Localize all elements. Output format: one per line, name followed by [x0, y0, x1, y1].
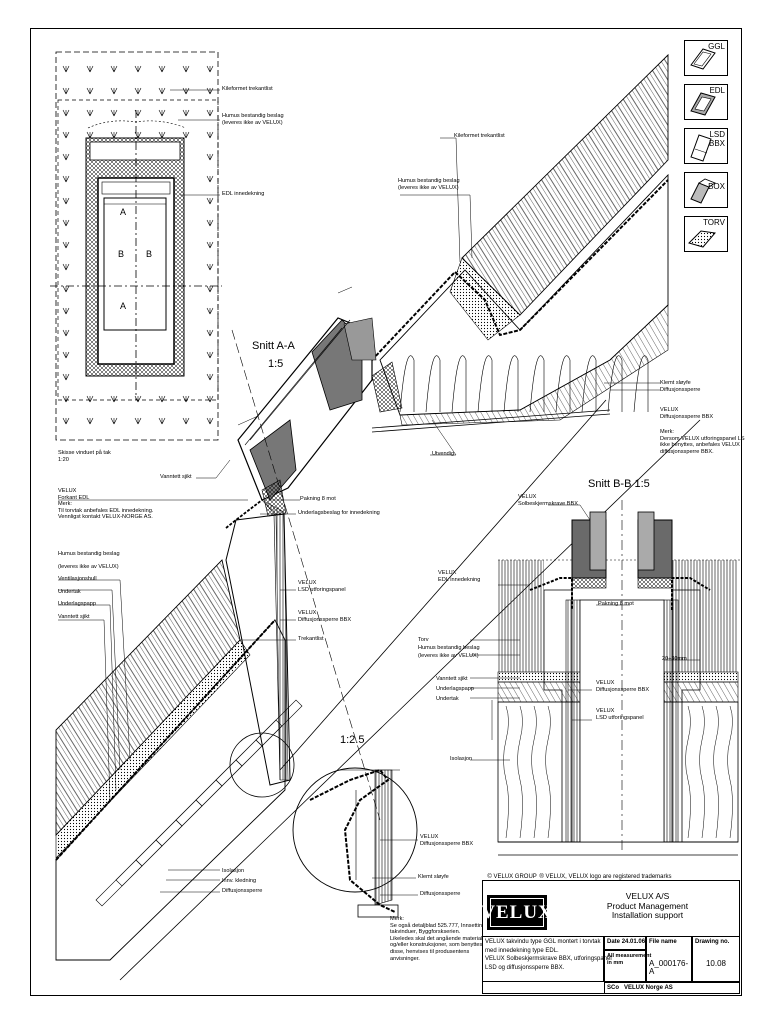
company-dept: Product Management	[606, 900, 689, 911]
tb-sco: SCo VELUX Norge AS	[604, 982, 740, 994]
section-aa-scale: 1:5	[268, 358, 284, 370]
turf-icon	[688, 230, 716, 248]
section-bb-title: Snitt B-B 1:5	[588, 478, 650, 490]
plan-letter-a-top: A	[120, 207, 127, 217]
tb-drawing: Drawing no. 10.08	[692, 936, 740, 982]
plan-letter-b-left: B	[118, 249, 125, 259]
legend-edl: EDL	[684, 84, 728, 120]
sco-value: VELUX Norge AS	[624, 985, 673, 991]
date-value: 24.01.06	[621, 939, 646, 945]
label-trekantlist: Trekantlist	[298, 636, 324, 642]
tb-date: Date 24.01.06	[604, 936, 646, 950]
label-isolasjon: Isolasjon Innv. kledning Diffusjonssperr…	[222, 868, 263, 894]
tb-file: File name A_000176-A	[646, 936, 692, 982]
label-klemt: Klemt sløyfe Diffusjonssperre	[660, 380, 701, 393]
label-bb-velux-box: VELUX Solbeskjermskrave BBX	[518, 494, 578, 507]
file-label: File name	[649, 939, 677, 945]
label-detail-diff: Diffusjonssperre	[420, 891, 461, 897]
plan-letter-a-bottom: A	[120, 301, 127, 311]
drawing-value: 10.08	[705, 959, 727, 968]
trademark-group-text: VELUX GROUP	[493, 873, 537, 880]
plan-letter-b-right: B	[146, 249, 153, 259]
flashing-icon	[690, 92, 716, 116]
label-bb-lsd: VELUX LSD utforingspanel	[596, 708, 644, 721]
label-utvendig: Utvendig	[432, 451, 455, 457]
leader-lines	[58, 89, 630, 896]
label-bb-pakning: Pakning 8 mot	[598, 601, 634, 607]
label-velux-forkant: VELUX Forkant EDL Merk: Til torvtak anbe…	[58, 488, 154, 521]
trademark-group: © VELUX GROUP	[484, 867, 537, 880]
company-name: VELUX A/S	[625, 891, 670, 901]
tb-measure: All measurement in mm	[604, 950, 652, 982]
label-detail-bbx: VELUX Diffusjonssperre BBX	[420, 834, 474, 847]
label-bb-left: Torv Humus bestandig beslag (leveres ikk…	[418, 637, 480, 659]
label-pakning: Pakning 8 mot	[300, 496, 336, 502]
date-label: Date	[607, 939, 621, 945]
plan-caption: Skisse vinduet på tak 1:20	[58, 450, 111, 463]
section-aa	[55, 53, 701, 981]
label-bb-left2: Vanntett sjikt Underlagspapp Undertak	[436, 676, 474, 702]
title-company: VELUX A/S Product Management Installatio…	[560, 891, 735, 921]
trademark-text: ® VELUX, VELUX logo are registered trade…	[536, 867, 672, 880]
label-bbx-mid: VELUX Diffusjonssperre BBX	[298, 610, 352, 623]
measure-label: All measurement in mm	[607, 953, 652, 966]
label-plan-trekant: Kileformet trekantlist	[222, 86, 273, 92]
label-left-group: Humus bestandig beslag (leveres ikke av …	[58, 551, 120, 620]
legend-edl-code: EDL	[709, 86, 725, 95]
collar-icon	[690, 178, 716, 204]
legend-ggl: GGL	[684, 40, 728, 76]
label-lsd: VELUX LSD utforingspanel	[298, 580, 346, 593]
tb-description: VELUX takvindu type GGL montert i torvta…	[482, 936, 612, 982]
trademark-text-value: VELUX, VELUX logo are registered tradema…	[545, 873, 672, 880]
legend-torv: TORV	[684, 216, 728, 252]
drawing-label: Drawing no.	[695, 939, 730, 945]
sco-label: SCo	[607, 985, 619, 991]
label-vanntett-aa: Vanntett sjikt	[160, 474, 192, 480]
copyright-icon: ©	[487, 873, 494, 880]
drawing-frame	[30, 28, 742, 996]
label-bb-dim: 20÷30mm	[662, 656, 687, 662]
legend-torv-code: TORV	[703, 218, 725, 227]
legend-lsd-bbx: LSD BBX	[684, 128, 728, 164]
label-bb-isolasjon: Isolasjon	[450, 756, 473, 762]
section-bb	[491, 500, 740, 856]
label-bb-bbx: VELUX Diffusjonssperre BBX	[596, 680, 650, 693]
label-top-humus: Humus bestandig beslag (leveres ikke av …	[398, 178, 460, 191]
label-plan-edl: EDL innedekning	[222, 191, 265, 197]
description-text: VELUX takvindu type GGL montert i torvta…	[485, 939, 612, 971]
legend-box-code: BOX	[708, 182, 725, 191]
legend-lsd-code: LSD	[709, 130, 725, 139]
plan-view	[50, 51, 222, 441]
legend-ggl-code: GGL	[708, 42, 725, 51]
registered-icon: ®	[539, 873, 546, 880]
label-merk-bottom: Merk: Se også detaljblad 525.777, Innset…	[390, 916, 493, 962]
label-merk-right: Merk: Dersom VELUX utforingspanel LS ikk…	[660, 429, 745, 455]
detail-scale: 1:2.5	[340, 734, 365, 746]
company-support: Installation support	[611, 910, 684, 920]
velux-logo: VELUX	[481, 895, 552, 930]
legend-bbx-code: BBX	[708, 139, 725, 148]
label-top-trekant: Kileformet trekantlist	[454, 133, 505, 139]
label-bb-edl: VELUX EDL innedekning	[438, 570, 481, 583]
label-underlagsbeslag: Underlagsbeslag for innedekning	[298, 510, 380, 516]
window-icon	[690, 48, 716, 70]
panel-icon	[690, 134, 712, 162]
label-plan-humus: Humus bestandig beslag (leveres ikke av …	[222, 113, 284, 126]
section-aa-title: Snitt A-A	[252, 340, 295, 352]
label-detail-klemt: Klemt sløyfe	[418, 874, 449, 880]
file-value: A_000176-A	[649, 959, 689, 976]
label-velux-bbx: VELUX Diffusjonssperre BBX	[660, 407, 714, 420]
legend-box: BOX	[684, 172, 728, 208]
